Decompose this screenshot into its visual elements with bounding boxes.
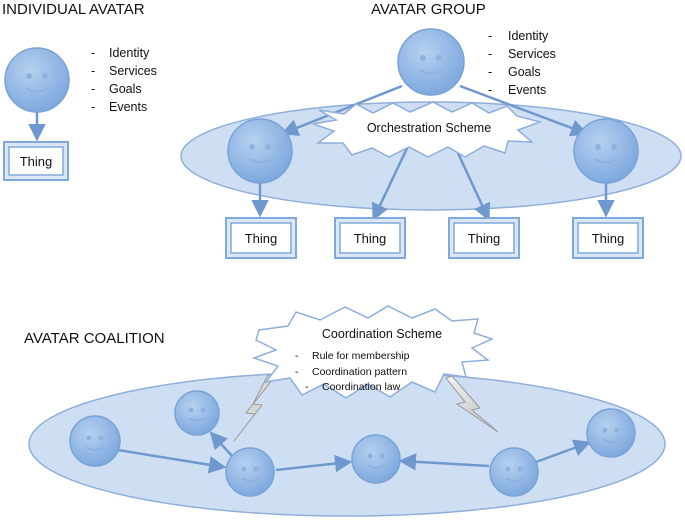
arrow	[209, 431, 233, 457]
thing-label: Thing	[468, 231, 501, 246]
group-member-avatar-right	[573, 118, 639, 184]
arrow	[535, 439, 592, 464]
group-thing-box-3: Thing	[448, 217, 520, 259]
group-thing-box-2: Thing	[334, 217, 406, 259]
svg-text:-: -	[488, 65, 492, 79]
svg-text:-: -	[295, 366, 299, 378]
attr-identity: Identity	[508, 29, 549, 43]
thing-label: Thing	[592, 231, 625, 246]
svg-text:-: -	[488, 47, 492, 61]
individual-avatar-title: INDIVIDUAL AVATAR	[2, 1, 145, 18]
avatar-icon	[586, 408, 636, 458]
group-thing-box-1: Thing	[225, 217, 297, 259]
avatar-group-title: AVATAR GROUP	[371, 1, 486, 18]
orchestration-scheme-label: Orchestration Scheme	[367, 121, 491, 135]
coordination-scheme-title: Coordination Scheme	[322, 327, 442, 341]
individual-thing-box: Thing	[3, 141, 69, 181]
attr-goals: Goals	[109, 82, 142, 96]
group-member-avatar-left	[227, 118, 293, 184]
attr-goals: Goals	[508, 65, 541, 79]
attr-services: Services	[508, 47, 556, 61]
svg-text:-: -	[488, 83, 492, 97]
orchestration-scheme-shape: Orchestration Scheme	[312, 101, 543, 158]
lightning-bolt-icon	[233, 374, 274, 442]
avatar-icon	[69, 415, 121, 467]
svg-text:-: -	[91, 46, 95, 60]
svg-text:-: -	[91, 100, 95, 114]
svg-text:-: -	[91, 82, 95, 96]
avatar-icon	[397, 28, 465, 96]
coalition-avatar-5	[489, 447, 539, 497]
coalition-avatar-2	[174, 390, 220, 436]
group-attributes: - Identity - Services - Goals - Events	[488, 29, 556, 97]
attr-events: Events	[508, 83, 546, 97]
arrow	[459, 84, 589, 137]
arrow	[117, 448, 227, 474]
coalition-avatar-6	[586, 408, 636, 458]
avatar-icon	[225, 447, 275, 497]
svg-text:-: -	[305, 381, 309, 393]
coalition-avatar-1	[69, 415, 121, 467]
avatar-icon	[4, 47, 70, 113]
scheme-item: Rule for membership	[312, 350, 410, 362]
attr-events: Events	[109, 100, 147, 114]
coalition-avatar-3	[225, 447, 275, 497]
coalition-avatar-4	[351, 434, 401, 484]
scheme-item: Coordination law	[322, 381, 401, 393]
individual-attributes: - Identity - Services - Goals - Events	[91, 46, 157, 114]
svg-text:-: -	[91, 64, 95, 78]
attr-identity: Identity	[109, 46, 150, 60]
avatar-icon	[573, 118, 639, 184]
thing-label: Thing	[20, 154, 53, 169]
arrow	[398, 453, 490, 471]
individual-avatar	[4, 47, 70, 113]
group-thing-box-4: Thing	[572, 217, 644, 259]
lightning-bolt-icon	[445, 375, 499, 433]
group-leader-avatar	[397, 28, 465, 96]
svg-text:-: -	[488, 29, 492, 43]
avatar-coalition-title: AVATAR COALITION	[24, 330, 165, 347]
scheme-item: Coordination pattern	[312, 366, 407, 378]
coordination-scheme-shape: Coordination Scheme - Rule for membershi…	[251, 305, 495, 399]
avatar-icon	[227, 118, 293, 184]
arrow	[275, 454, 353, 473]
avatar-icon	[174, 390, 220, 436]
svg-text:-: -	[295, 350, 299, 362]
thing-label: Thing	[354, 231, 387, 246]
thing-label: Thing	[245, 231, 278, 246]
arrow	[280, 84, 403, 136]
avatar-icon	[489, 447, 539, 497]
attr-services: Services	[109, 64, 157, 78]
avatar-icon	[351, 434, 401, 484]
